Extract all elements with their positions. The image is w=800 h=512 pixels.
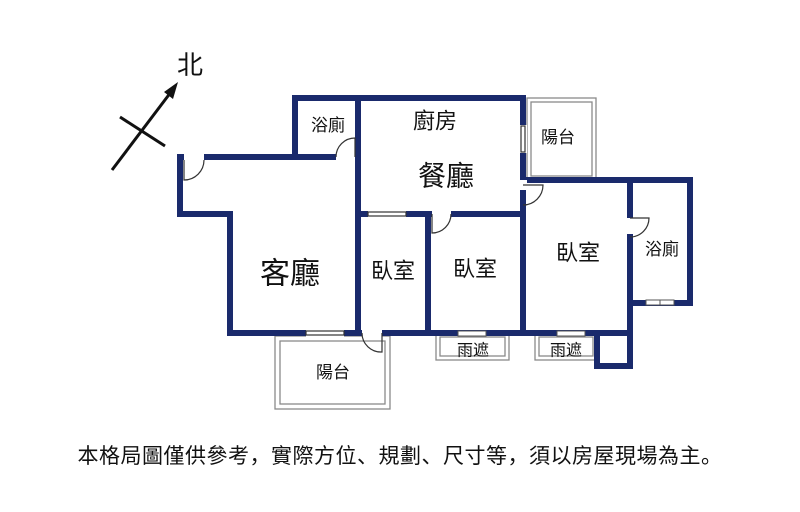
room-label-bedroom-3: 臥室 — [556, 242, 600, 267]
room-label-bedroom-2: 臥室 — [453, 258, 497, 283]
room-label-kitchen: 廚房 — [413, 110, 457, 135]
doors — [183, 125, 650, 353]
room-label-awning-2: 雨遮 — [550, 341, 582, 360]
room-label-dining: 餐廳 — [418, 160, 474, 193]
room-label-bath-north: 浴廁 — [311, 115, 345, 136]
north-arrow-shaft — [110, 87, 176, 171]
room-label-awning-1: 雨遮 — [457, 341, 489, 360]
room-label-balcony-south: 陽台 — [316, 363, 350, 383]
windows — [457, 299, 675, 337]
compass: 北 — [110, 51, 203, 171]
room-label-living: 客廳 — [260, 257, 320, 292]
floor-plan: 北 — [110, 51, 693, 410]
disclaimer-text: 本格局圖僅供參考，實際方位、規劃、尺寸等，須以房屋現場為主。 — [77, 444, 723, 468]
north-arrow-crossbar — [119, 115, 166, 148]
room-label-bath-east: 浴廁 — [645, 239, 679, 260]
north-label: 北 — [177, 51, 203, 81]
walls — [177, 95, 693, 369]
north-arrow-head — [164, 82, 178, 99]
room-label-balcony-east: 陽台 — [541, 128, 575, 148]
room-label-bedroom-1: 臥室 — [371, 260, 415, 285]
